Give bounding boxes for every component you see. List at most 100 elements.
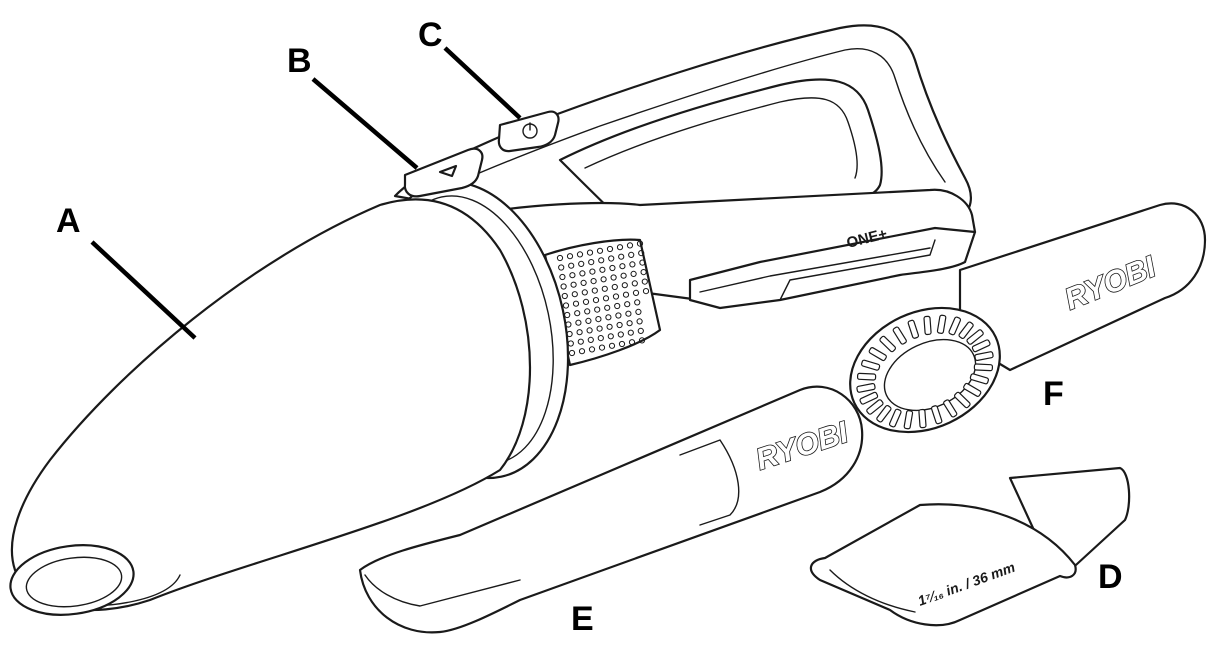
bristle [861,359,881,371]
leader-c [443,46,522,120]
bristle [907,319,920,339]
vent-hole [558,264,565,271]
vent-hole [585,317,592,324]
vent-hole [639,259,646,266]
vent-hole [559,273,566,281]
bristle [953,391,971,409]
vent-hole [615,312,622,319]
vent-hole [578,348,586,355]
vent-hole [636,240,644,247]
vent-hole [569,272,576,279]
vent-hole [625,310,632,317]
vent-hole [602,295,610,302]
vent-hole [570,281,577,288]
bristle [879,335,897,353]
vent-hole [606,323,613,330]
bristle [856,382,876,393]
vent-hole [568,262,575,269]
vent-hole [590,278,597,285]
callout-d: D [1098,558,1123,596]
crevice-tool: RYOBI [358,385,864,634]
vent-hole [608,255,615,262]
vent-hole [581,289,588,296]
vent-hole [576,251,584,258]
vent-hole [612,293,620,300]
vent-hole [594,306,601,313]
vent-hole [627,329,634,336]
vent-hole [586,327,593,334]
bristle [859,391,879,405]
vent-hole [566,253,574,260]
vent-hole [604,304,611,311]
vent-grille [543,238,662,367]
vent-hole [596,325,603,332]
vent-hole [592,297,600,304]
vent-hole [596,247,604,254]
vent-hole [556,254,564,262]
vent-hole [608,342,616,349]
vent-hole [632,289,640,296]
vent-hole [618,253,625,260]
vent-hole [595,316,602,323]
vent-hole [598,344,606,351]
bristle [943,399,958,418]
bristle [936,314,947,334]
vent-hole [574,310,581,317]
bristle [876,404,892,423]
callout-a: A [56,202,81,240]
power-button[interactable] [497,110,560,153]
callout-e: E [571,600,594,638]
vent-hole [579,270,586,277]
vent-hole [600,276,607,283]
vent-hole [571,291,578,298]
vent-hole [628,339,636,346]
vent-hole [599,266,606,273]
vent-hole [635,308,642,315]
vent-hole [618,340,626,348]
bristle [918,408,927,429]
vent-hole [626,320,633,327]
vent-hole [636,318,643,325]
leader-a [90,240,197,340]
vent-hole [586,249,594,256]
vent-hole [622,291,630,298]
vent-hole [607,333,614,340]
bristle [930,405,943,425]
callout-f: F [1043,375,1064,413]
vent-hole [572,300,580,307]
brush-tool: RYOBI [849,202,1207,434]
vent-hole [598,257,605,264]
vent-hole [577,338,584,345]
bristle [923,315,932,336]
callout-c: C [418,16,443,54]
vent-hole [621,282,628,289]
brush-bristles [856,314,994,430]
vent-hole [641,278,648,285]
dust-bowl [10,198,532,612]
vent-hole [616,244,624,251]
vent-hole [568,349,576,357]
bristle [969,373,989,385]
vent-hole [614,302,621,310]
triangle-icon [438,164,458,178]
vent-hole [601,285,608,292]
vent-hole [587,336,594,343]
bristle [958,321,974,340]
vent-hole [582,298,590,305]
vent-hole [576,329,583,336]
vent-hole [560,283,567,290]
vent-hole [605,314,612,321]
vent-hole [578,260,585,267]
vent-hole [626,242,634,249]
vent-hole [616,321,623,329]
vent-hole [624,301,631,308]
nozzle-tip [9,544,135,616]
handle-inner-edge [419,48,946,201]
vent-hole [606,245,614,253]
vent-hole [628,251,635,258]
leader-b [311,77,419,170]
vent-hole [584,308,591,315]
vacuum-body: ONE+ [9,24,977,616]
vent-hole [638,250,645,257]
